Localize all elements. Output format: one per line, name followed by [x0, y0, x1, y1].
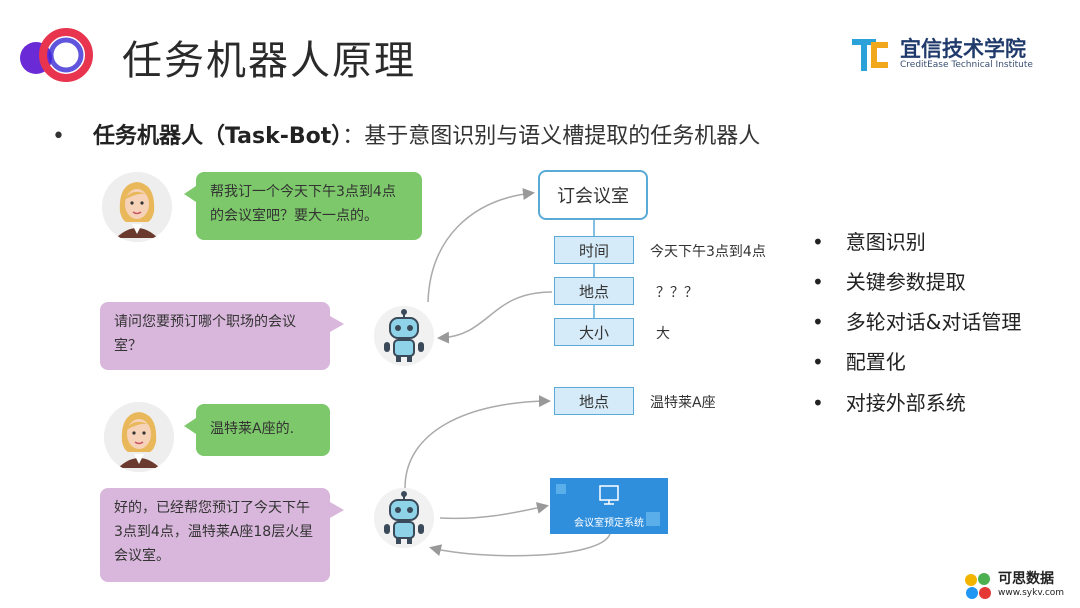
slot-name: 地点: [554, 277, 634, 305]
logo-rings-icon: [20, 28, 93, 82]
system-screen-icon: [550, 478, 668, 534]
filled-slot-value: 温特莱A座: [650, 395, 716, 411]
slot-value: 今天下午3点到4点: [650, 244, 766, 260]
booking-system-panel: 会议室预定系统: [550, 478, 668, 534]
watermark-text: 可思数据: [998, 571, 1054, 587]
robot-avatar: [374, 488, 434, 548]
user-message-bubble: 温特莱A座的.: [184, 404, 330, 456]
feature-item: • 意图识别: [812, 226, 926, 255]
slot-value: 大: [656, 326, 670, 342]
bubble-tail: [330, 316, 344, 332]
watermark-url: www.sykv.com: [998, 588, 1065, 598]
bubble-tail: [184, 418, 196, 434]
feature-label: 配置化: [845, 350, 906, 374]
watermark-dots-icon: [965, 573, 991, 599]
user-avatar: [104, 402, 174, 472]
woman-avatar-icon: [102, 172, 172, 242]
slot-name: 时间: [554, 236, 634, 264]
feature-item: • 关键参数提取: [812, 266, 966, 295]
robot-icon: [374, 488, 434, 548]
feature-item: • 多轮对话&对话管理: [812, 306, 1021, 335]
headline: • 任务机器人（Task-Bot）：基于意图识别与语义槽提取的任务机器人: [52, 118, 760, 150]
user-message-2: 温特莱A座的.: [210, 421, 295, 437]
bot-message-bubble: 请问您要预订哪个职场的会议室？: [100, 302, 344, 370]
bot-message-2: 好的，已经帮您预订了今天下午3点到4点，温特莱A座18层火星会议室。: [114, 500, 314, 564]
user-message-bubble: 帮我订一个今天下午3点到4点的会议室吧？要大一点的。: [184, 172, 422, 240]
intent-box: 订会议室: [538, 170, 648, 220]
bullet: •: [812, 230, 824, 254]
watermark: 可思数据 www.sykv.com: [962, 566, 1078, 606]
brand-mark-icon: [852, 39, 888, 71]
woman-avatar-icon: [104, 402, 174, 472]
bullet: •: [52, 124, 65, 149]
feature-item: • 配置化: [812, 346, 906, 375]
slot-name: 大小: [554, 318, 634, 346]
feature-label: 对接外部系统: [845, 391, 966, 415]
headline-description: ：基于意图识别与语义槽提取的任务机器人: [342, 124, 761, 149]
user-message-1: 帮我订一个今天下午3点到4点的会议室吧？要大一点的。: [210, 184, 396, 224]
brand-logo: 宜信技术学院 CreditEase Technical Institute: [850, 33, 1060, 77]
system-label: 会议室预定系统: [574, 518, 644, 529]
bullet: •: [812, 391, 824, 415]
feature-label: 意图识别: [845, 230, 926, 254]
robot-avatar: [374, 306, 434, 366]
headline-term: 任务机器人（Task-Bot）: [92, 124, 343, 149]
bot-message-bubble: 好的，已经帮您预订了今天下午3点到4点，温特莱A座18层火星会议室。: [100, 488, 344, 582]
slot-value: ？？？: [656, 285, 698, 301]
bot-message-1: 请问您要预订哪个职场的会议室？: [114, 314, 296, 354]
brand-name-cn: 宜信技术学院: [900, 37, 1026, 61]
brand-name-en: CreditEase Technical Institute: [900, 60, 1033, 70]
feature-label: 关键参数提取: [845, 270, 966, 294]
bullet: •: [812, 350, 824, 374]
robot-icon: [374, 306, 434, 366]
bubble-tail: [184, 186, 196, 202]
filled-slot-name: 地点: [554, 387, 634, 415]
feature-item: • 对接外部系统: [812, 387, 966, 416]
bullet: •: [812, 310, 824, 334]
page-title: 任务机器人原理: [122, 38, 416, 84]
bubble-tail: [330, 502, 344, 518]
bullet: •: [812, 270, 824, 294]
feature-label: 多轮对话&对话管理: [845, 310, 1022, 334]
user-avatar: [102, 172, 172, 242]
